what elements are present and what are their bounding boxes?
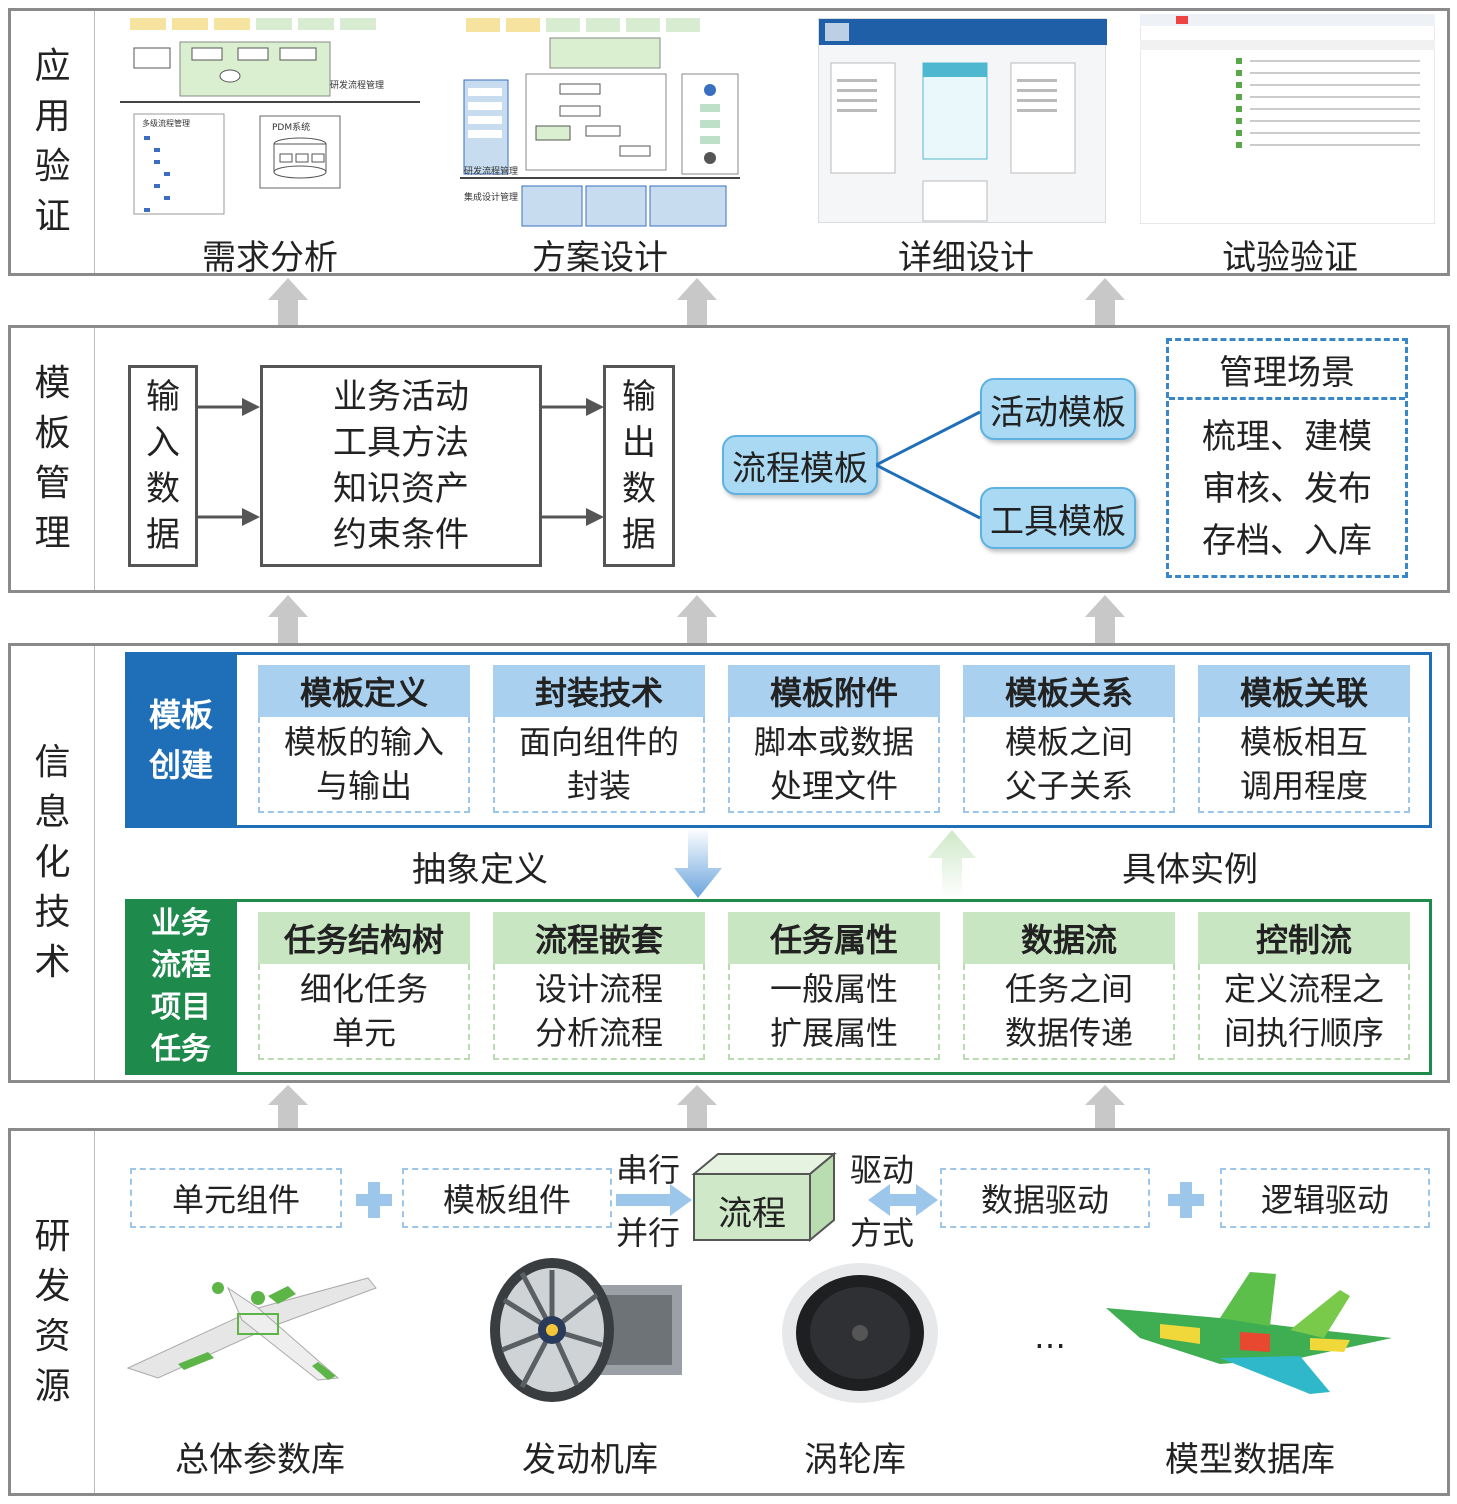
- turbine-image: [780, 1262, 940, 1404]
- thumbnail-test: [1139, 13, 1436, 225]
- mode-label: 方式: [849, 1214, 914, 1252]
- activity-box: 业务活动工具方法 知识资产约束条件: [260, 365, 542, 567]
- concrete-instance-label: 具体实例: [1122, 850, 1258, 890]
- create-head-3: 模板关系: [963, 665, 1175, 717]
- up-arrows-3: [268, 1085, 1125, 1131]
- layer-label-template: 模板 管理: [11, 328, 95, 590]
- svg-text:集成设计管理: 集成设计管理: [464, 191, 518, 203]
- layer-label-resources: 研发 资源: [11, 1131, 95, 1493]
- thumbnail-scheme: 研发流程管理 集成设计管理: [460, 14, 740, 229]
- thumbnail-requirement: 研发流程管理 多级流程管理 PDM系统: [120, 14, 420, 224]
- svg-text:研发流程管理: 研发流程管理: [464, 165, 518, 177]
- up-arrows-1: [268, 278, 1125, 328]
- create-body-4: 模板相互调用程度: [1198, 717, 1410, 813]
- thumbnail-detail: [818, 18, 1107, 223]
- drive-label: 驱动: [849, 1151, 914, 1189]
- task-body-0: 细化任务单元: [258, 964, 470, 1060]
- fighter-jet-image: [1100, 1268, 1400, 1398]
- create-body-2: 脚本或数据处理文件: [728, 717, 940, 813]
- create-head-1: 封装技术: [493, 665, 705, 717]
- create-body-1: 面向组件的封装: [493, 717, 705, 813]
- data-drive-box: 数据驱动: [940, 1168, 1150, 1228]
- caption-detail: 详细设计: [898, 238, 1034, 278]
- ellipsis-text: …: [1034, 1318, 1066, 1356]
- up-arrows-2: [268, 595, 1125, 645]
- task-head-2: 任务属性: [728, 912, 940, 964]
- layer-label-application: 应用 验证: [11, 11, 95, 273]
- caption-test: 试验验证: [1222, 238, 1358, 278]
- task-body-1: 设计流程分析流程: [493, 964, 705, 1060]
- plus-icon-2: [1164, 1170, 1208, 1230]
- library-general-params: 总体参数库: [175, 1440, 345, 1480]
- task-body-3: 任务之间数据传递: [963, 964, 1175, 1060]
- svg-text:研发流程管理: 研发流程管理: [330, 79, 384, 91]
- template-branch-lines: [876, 410, 981, 520]
- flow-arrows: [198, 398, 604, 526]
- scene-divider: [1169, 397, 1405, 400]
- airplane-image: [118, 1268, 388, 1398]
- library-model-data: 模型数据库: [1165, 1440, 1335, 1480]
- template-component-box: 模板组件: [402, 1168, 612, 1228]
- flow-label: 流程: [718, 1194, 786, 1234]
- flow-connector-arrows: [616, 1184, 938, 1216]
- task-body-2: 一般属性扩展属性: [728, 964, 940, 1060]
- parallel-label: 并行: [615, 1214, 680, 1252]
- activity-template-pill: 活动模板: [980, 378, 1136, 440]
- engine-image: [482, 1255, 694, 1405]
- task-label: 业务流程 项目任务: [125, 899, 237, 1075]
- management-scene-title: 管理场景: [1219, 353, 1355, 393]
- serial-label: 串行: [615, 1151, 680, 1189]
- svg-text:多级流程管理: 多级流程管理: [142, 118, 190, 128]
- create-body-0: 模板的输入与输出: [258, 717, 470, 813]
- input-data-box: 输入 数据: [128, 365, 198, 567]
- caption-scheme: 方案设计: [532, 238, 668, 278]
- output-data-box: 输出 数据: [603, 365, 675, 567]
- template-create-label: 模板创建: [125, 652, 237, 828]
- layer-label-info-tech: 信息 化技 术: [11, 646, 95, 1080]
- flow-cube: [690, 1150, 840, 1246]
- management-scene-lines: 梳理、建模 审核、发布 存档、入库: [1202, 417, 1372, 561]
- create-head-4: 模板关联: [1198, 665, 1410, 717]
- logic-drive-box: 逻辑驱动: [1220, 1168, 1430, 1228]
- library-turbine: 涡轮库: [804, 1440, 906, 1480]
- caption-requirement: 需求分析: [202, 238, 338, 278]
- create-body-3: 模板之间父子关系: [963, 717, 1175, 813]
- create-head-2: 模板附件: [728, 665, 940, 717]
- process-template-pill: 流程模板: [722, 435, 878, 495]
- create-head-0: 模板定义: [258, 665, 470, 717]
- task-head-3: 数据流: [963, 912, 1175, 964]
- middle-arrows: [674, 828, 976, 898]
- abstract-definition-label: 抽象定义: [412, 850, 548, 890]
- unit-component-box: 单元组件: [130, 1168, 342, 1228]
- management-scene-panel: [1166, 338, 1408, 578]
- task-head-1: 流程嵌套: [493, 912, 705, 964]
- task-head-0: 任务结构树: [258, 912, 470, 964]
- tool-template-pill: 工具模板: [980, 487, 1136, 549]
- task-body-4: 定义流程之间执行顺序: [1198, 964, 1410, 1060]
- task-head-4: 控制流: [1198, 912, 1410, 964]
- svg-text:PDM系统: PDM系统: [272, 121, 310, 133]
- library-engine: 发动机库: [522, 1440, 658, 1480]
- plus-icon-1: [352, 1170, 396, 1230]
